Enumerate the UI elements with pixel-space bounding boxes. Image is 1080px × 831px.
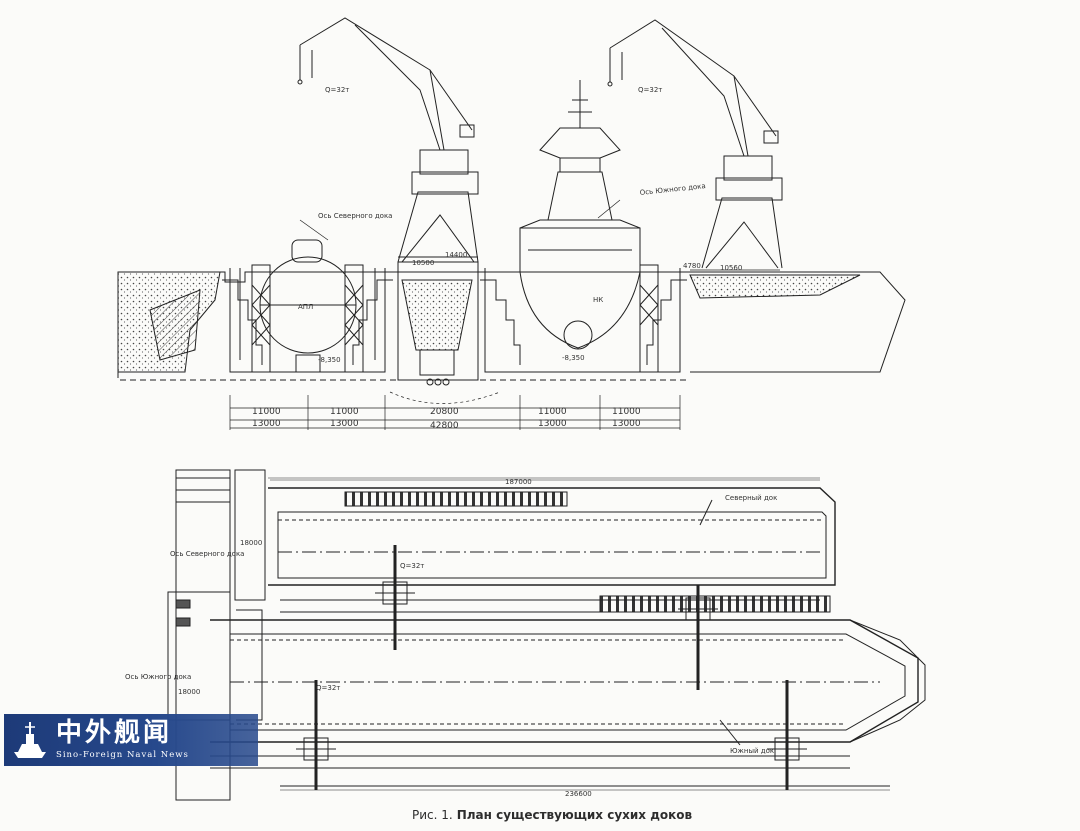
crane-left — [297, 17, 479, 263]
dim-row1-2: 11000 — [330, 407, 359, 417]
ground-line — [118, 271, 906, 373]
plan-crane-1 — [375, 545, 415, 650]
plan-north-dock — [268, 487, 836, 586]
logo-english: Sino-Foreign Naval News — [56, 750, 189, 760]
plan-width-label-1: 18000 — [240, 539, 262, 547]
plan-south-dock-label: Южный док — [730, 747, 774, 755]
plan-total-length-bottom: 236600 — [565, 790, 592, 798]
dim-row2-3: 42800 — [430, 421, 459, 431]
plan-labels: 187000 236600 Северный док Южный док Ось… — [125, 478, 777, 798]
plan-crane-label-2: Q=32т — [316, 684, 340, 692]
dim-row1-4: 11000 — [538, 407, 567, 417]
plan-total-length: 187000 — [505, 478, 532, 486]
north-dock-section — [222, 239, 393, 373]
plan-crane-2 — [678, 585, 718, 690]
dim-row1-3: 20800 — [430, 407, 459, 417]
dim-row2-4: 13000 — [538, 419, 567, 429]
logo-chinese: 中外舰闻 — [56, 718, 173, 748]
plan-view — [167, 469, 926, 801]
depth-right: -8,350 — [562, 354, 585, 362]
right-quay — [689, 274, 861, 299]
figure-number: Рис. 1. — [412, 808, 453, 822]
dim-top-1: 14400 — [445, 251, 467, 259]
dim-top-3: 4780 — [683, 262, 701, 270]
warship-icon — [14, 722, 46, 758]
plan-width-label-2: 18000 — [178, 688, 200, 696]
south-dock-section — [480, 80, 687, 373]
submarine-label: АПЛ — [298, 303, 313, 311]
ship-hull — [519, 227, 641, 349]
central-pier — [397, 256, 479, 386]
section-labels: Q=32т Q=32т Ось Северного дока Ось Южног… — [252, 86, 742, 431]
watermark-logo: 中外舰闻 Sino-Foreign Naval News — [4, 714, 258, 766]
dimension-lines — [229, 199, 780, 430]
dim-row1-1: 11000 — [252, 407, 281, 417]
crane-capacity-right: Q=32т — [638, 86, 662, 94]
plan-crane-4 — [767, 680, 807, 790]
dim-row2-2: 13000 — [330, 419, 359, 429]
south-axis-label: Ось Южного дока — [639, 182, 706, 197]
dim-row2-1: 13000 — [252, 419, 281, 429]
ship-label: НК — [593, 296, 603, 304]
figure-caption: Рис. 1.План существующих сухих доков — [412, 808, 692, 828]
dim-row2-5: 13000 — [612, 419, 641, 429]
dim-top-2: 10500 — [412, 259, 434, 267]
plan-crane-label-1: Q=32т — [400, 562, 424, 570]
crane-right — [607, 19, 783, 269]
dim-row1-5: 11000 — [612, 407, 641, 417]
plan-quay-left — [175, 469, 231, 801]
dim-top-4: 10560 — [720, 264, 742, 272]
depth-left: -8,350 — [318, 356, 341, 364]
cross-section — [117, 17, 906, 430]
plan-crane-3 — [296, 680, 336, 790]
crane-capacity-left: Q=32т — [325, 86, 349, 94]
plan-north-axis-label: Ось Северного дока — [170, 550, 244, 558]
plan-north-dock-label: Северный док — [725, 494, 777, 502]
plan-south-axis-label: Ось Южного дока — [125, 673, 191, 681]
figure-title: План существующих сухих доков — [456, 808, 693, 822]
north-axis-label: Ось Северного дока — [318, 212, 392, 220]
